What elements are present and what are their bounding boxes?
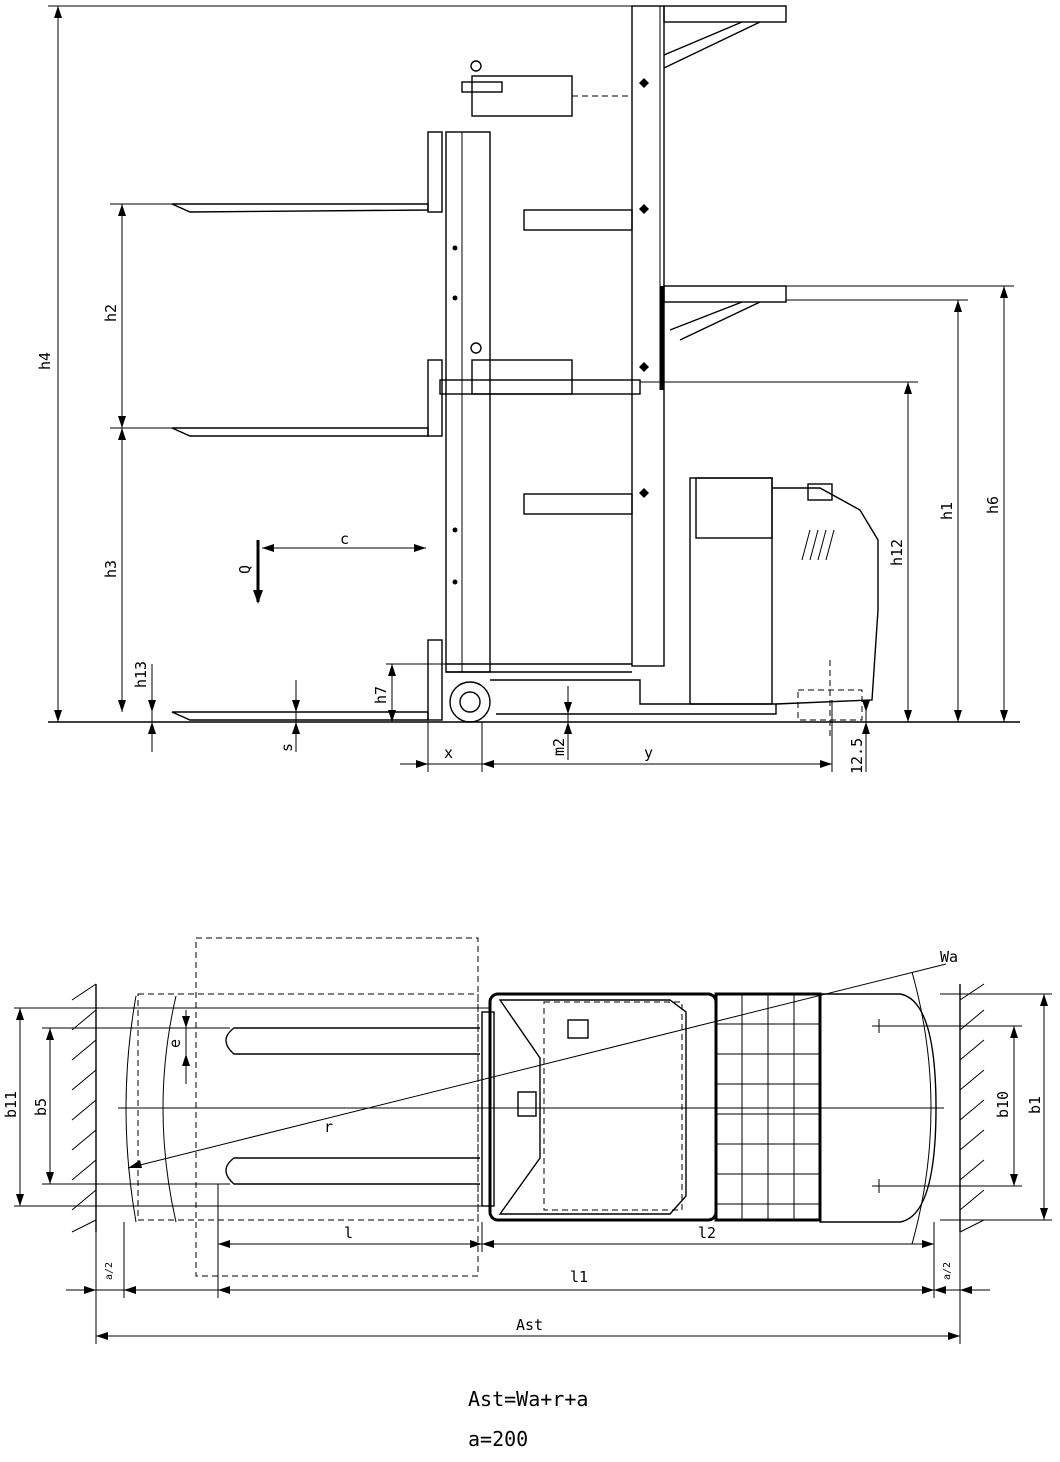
label-h1: h1 <box>938 502 956 520</box>
dim-b5: b5 <box>32 1027 230 1185</box>
label-e: e <box>166 1039 184 1048</box>
dim-h3: h3 <box>102 428 126 712</box>
label-a-half-left: a/2 <box>104 1262 115 1280</box>
dim-l1: a/2 l1 a/2 <box>66 1222 990 1298</box>
pallet-outline-cross <box>137 993 479 1221</box>
label-h3: h3 <box>102 560 120 578</box>
forks <box>171 131 443 721</box>
dim-h7: h7 <box>372 663 446 722</box>
aisle-wall-left <box>71 983 97 1233</box>
dim-l-l2: l l2 <box>217 1184 935 1298</box>
dim-h13: h13 <box>132 661 156 752</box>
dim-h4: h4 <box>36 5 660 722</box>
label-h7: h7 <box>372 686 390 704</box>
dim-s: s <box>278 680 300 752</box>
label-h4: h4 <box>36 352 54 370</box>
label-b11: b11 <box>2 1091 20 1118</box>
load-wheel <box>449 681 491 723</box>
label-h6: h6 <box>984 496 1002 514</box>
label-ground-clearance: 12.5 <box>848 738 866 774</box>
label-ast: Ast <box>516 1316 543 1334</box>
label-m2: m2 <box>550 738 568 756</box>
turning-radius: Wa r <box>127 948 958 1245</box>
a-value: a=200 <box>468 1427 528 1451</box>
label-b5: b5 <box>32 1098 50 1116</box>
label-y: y <box>644 744 653 762</box>
label-h2: h2 <box>102 304 120 322</box>
dim-b1: b1 <box>940 993 1052 1221</box>
dim-bottom: x m2 y 12.5 <box>400 686 870 774</box>
shelves <box>439 60 641 515</box>
label-c: c <box>340 530 349 548</box>
mast-upright <box>631 5 787 667</box>
dim-e: e <box>166 1010 190 1084</box>
load-centre: c Q <box>236 530 426 604</box>
label-l: l <box>344 1224 353 1242</box>
label-b1: b1 <box>1026 1096 1044 1114</box>
label-h13: h13 <box>132 661 150 688</box>
label-q: Q <box>236 565 254 574</box>
dim-ast: Ast <box>95 1232 961 1344</box>
label-s: s <box>278 743 296 752</box>
inner-mast <box>445 131 491 673</box>
dim-h2: h2 <box>102 203 172 429</box>
side-view: h4 <box>36 5 1020 774</box>
dim-h12: h12 <box>640 381 918 722</box>
label-h12: h12 <box>888 539 906 566</box>
label-r: r <box>324 1118 333 1136</box>
pallet-outline-long <box>195 937 479 1277</box>
label-x: x <box>444 744 453 762</box>
label-l1: l1 <box>570 1268 588 1286</box>
ast-formula: Ast=Wa+r+a <box>468 1387 588 1411</box>
truck-body-top <box>481 992 937 1223</box>
dim-b11: b11 <box>2 1007 490 1207</box>
top-forks <box>225 1027 480 1185</box>
label-b10: b10 <box>994 1091 1012 1118</box>
chassis <box>446 477 879 740</box>
label-a-half-right: a/2 <box>942 1262 953 1280</box>
dim-h6: h6 <box>786 285 1014 722</box>
label-wa: Wa <box>940 948 958 966</box>
formulas: Ast=Wa+r+a a=200 <box>468 1387 588 1451</box>
dim-b10: b10 <box>880 1025 1022 1187</box>
aisle-wall-right <box>959 983 985 1233</box>
label-l2: l2 <box>698 1224 716 1242</box>
top-view: Wa r b11 b5 e <box>2 937 1052 1344</box>
dim-h1: h1 <box>786 299 968 722</box>
